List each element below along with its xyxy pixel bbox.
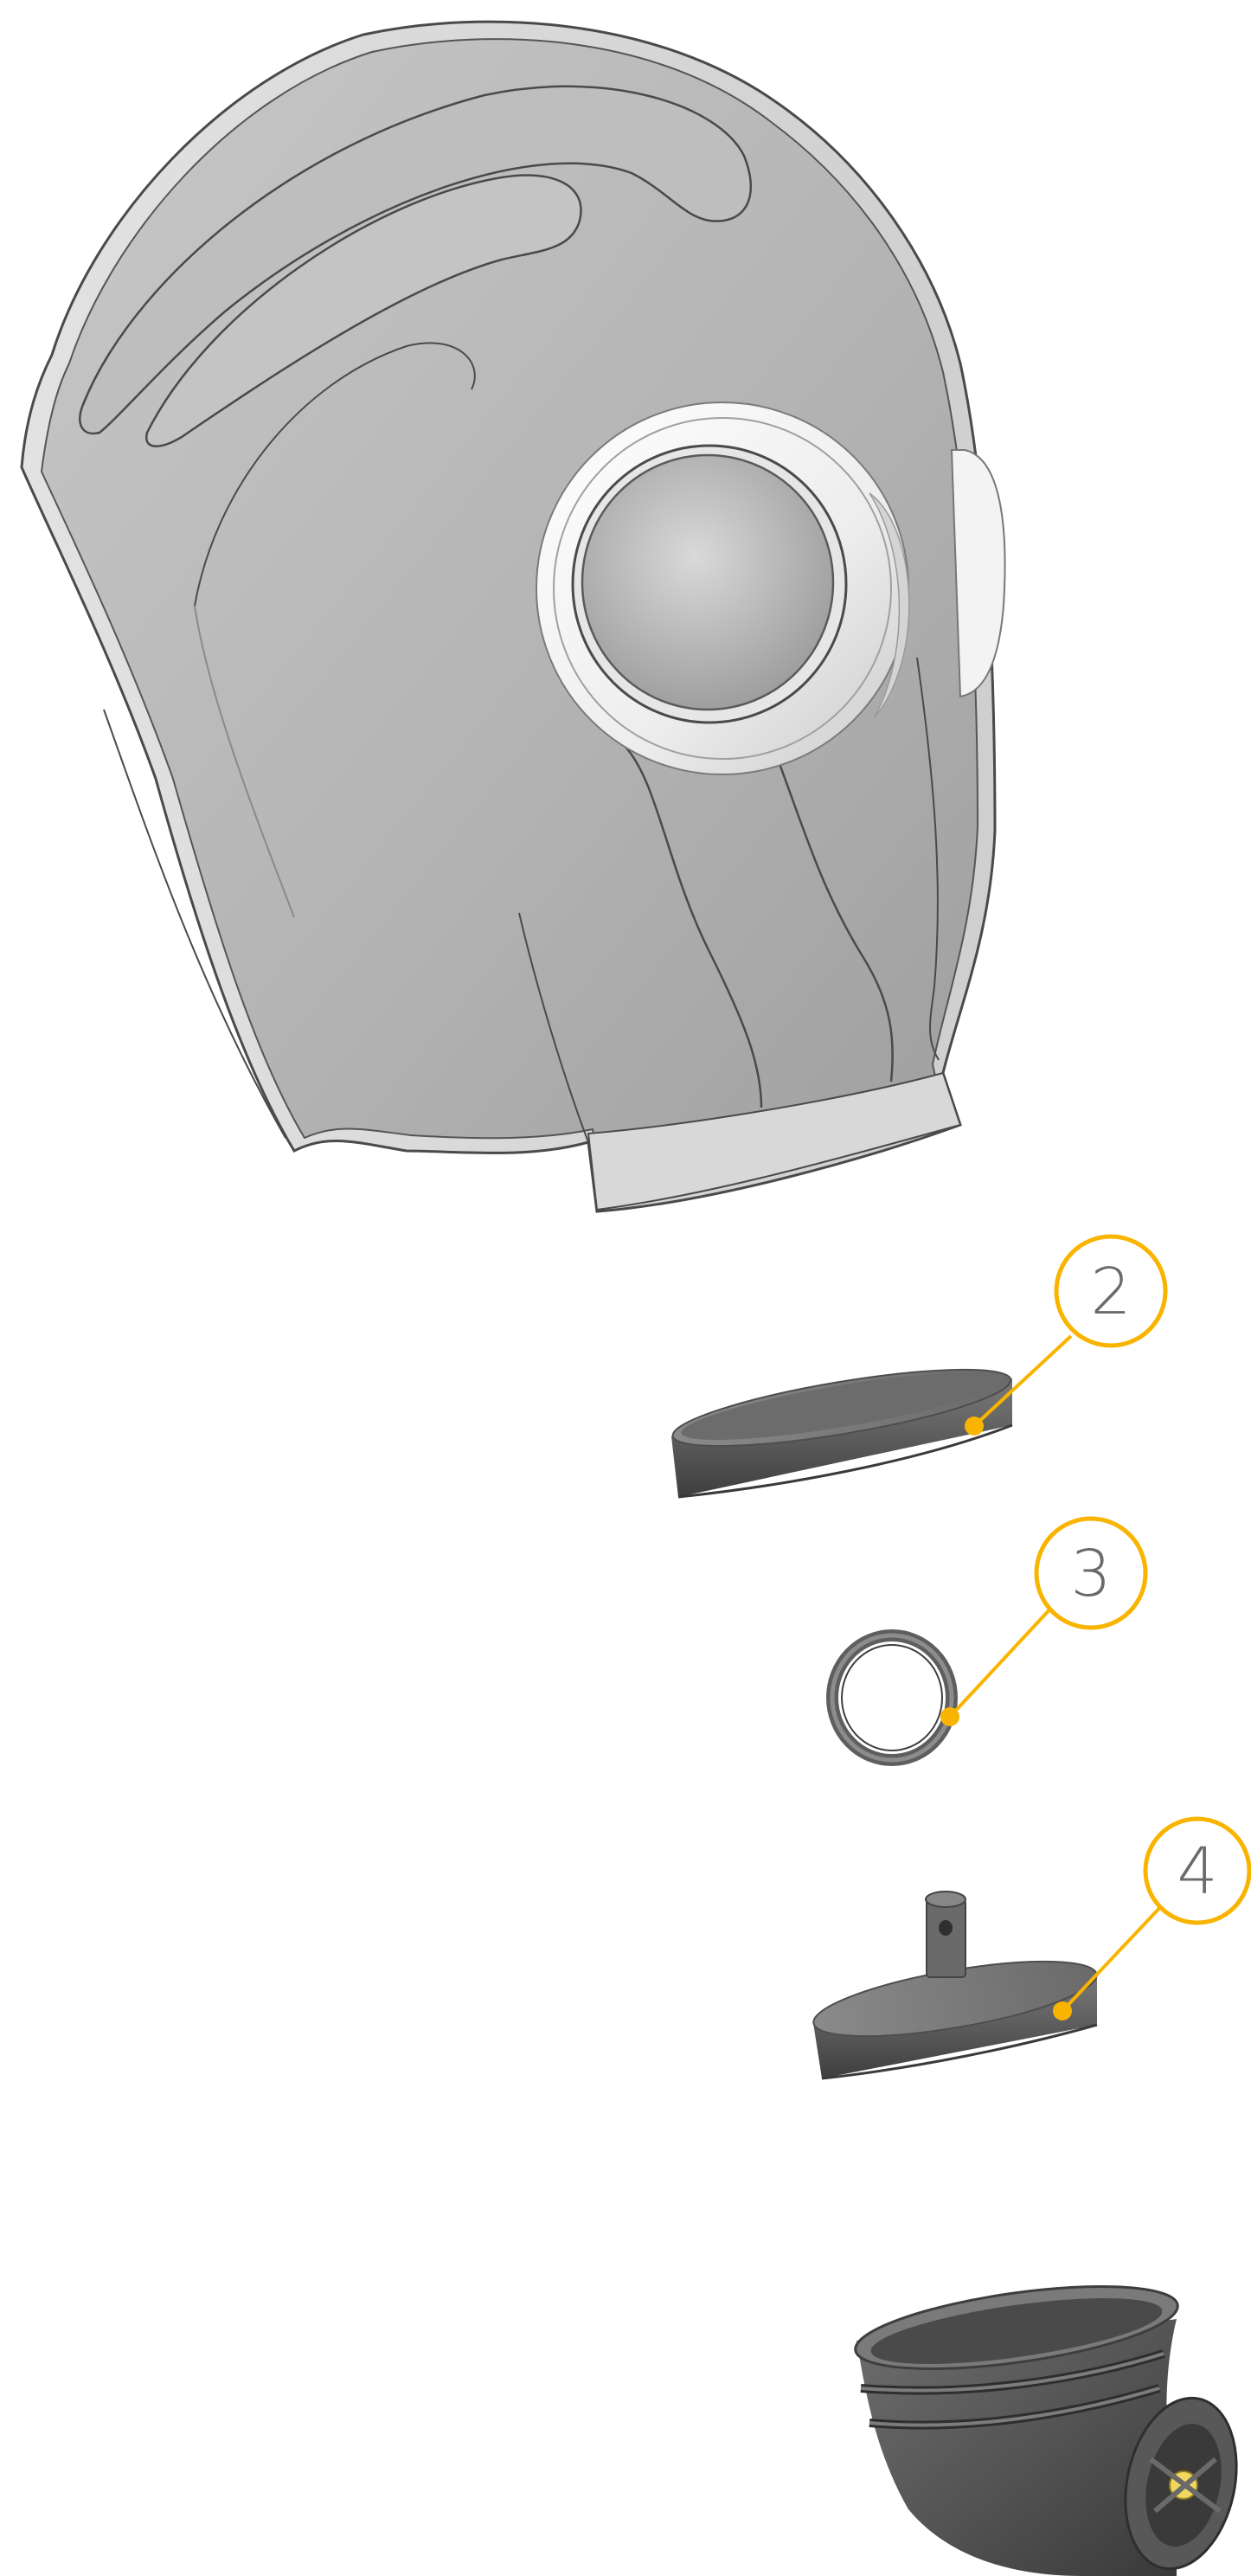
callout-3: 3 [940,1519,1145,1726]
gas-mask-body [22,22,1005,1211]
callout-2: 2 [965,1237,1165,1436]
callout-4-dot [1053,2001,1072,2020]
callout-2-dot [965,1416,984,1436]
callout-3-leader [950,1605,1054,1717]
part-3-ring [832,1635,952,1760]
callout-3-label: 3 [1070,1537,1111,1611]
part-4-cap [809,1892,1101,2078]
callout-2-label: 2 [1090,1255,1131,1329]
callout-4: 4 [1053,1819,1249,2020]
callout-4-leader [1062,1904,1164,2011]
part-2-band [669,1354,1015,1497]
part-5-elbow [850,2271,1251,2576]
callout-4-label: 4 [1177,1834,1217,1909]
callout-3-dot [940,1707,959,1726]
